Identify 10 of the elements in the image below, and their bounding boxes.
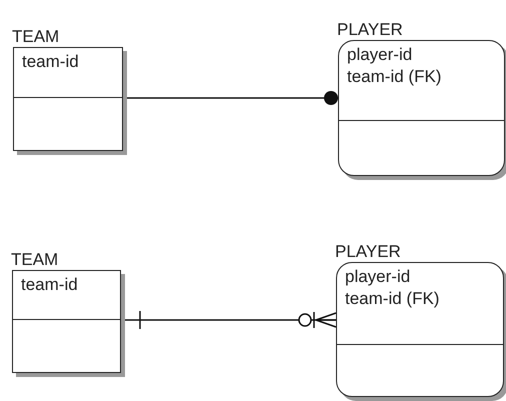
entity-name: TEAM (11, 250, 58, 270)
attribute-text: player-id (347, 44, 414, 66)
entity-name: TEAM (12, 27, 60, 47)
attribute-text: player-id (345, 266, 412, 288)
entity-name: PLAYER (335, 242, 401, 262)
attribute-text: team-id (22, 51, 80, 73)
entity-name: PLAYER (337, 20, 403, 40)
attribute-text: team-id (FK) (345, 288, 440, 310)
attribute-text: team-id (21, 274, 79, 296)
attribute-text: team-id (FK) (347, 66, 442, 88)
